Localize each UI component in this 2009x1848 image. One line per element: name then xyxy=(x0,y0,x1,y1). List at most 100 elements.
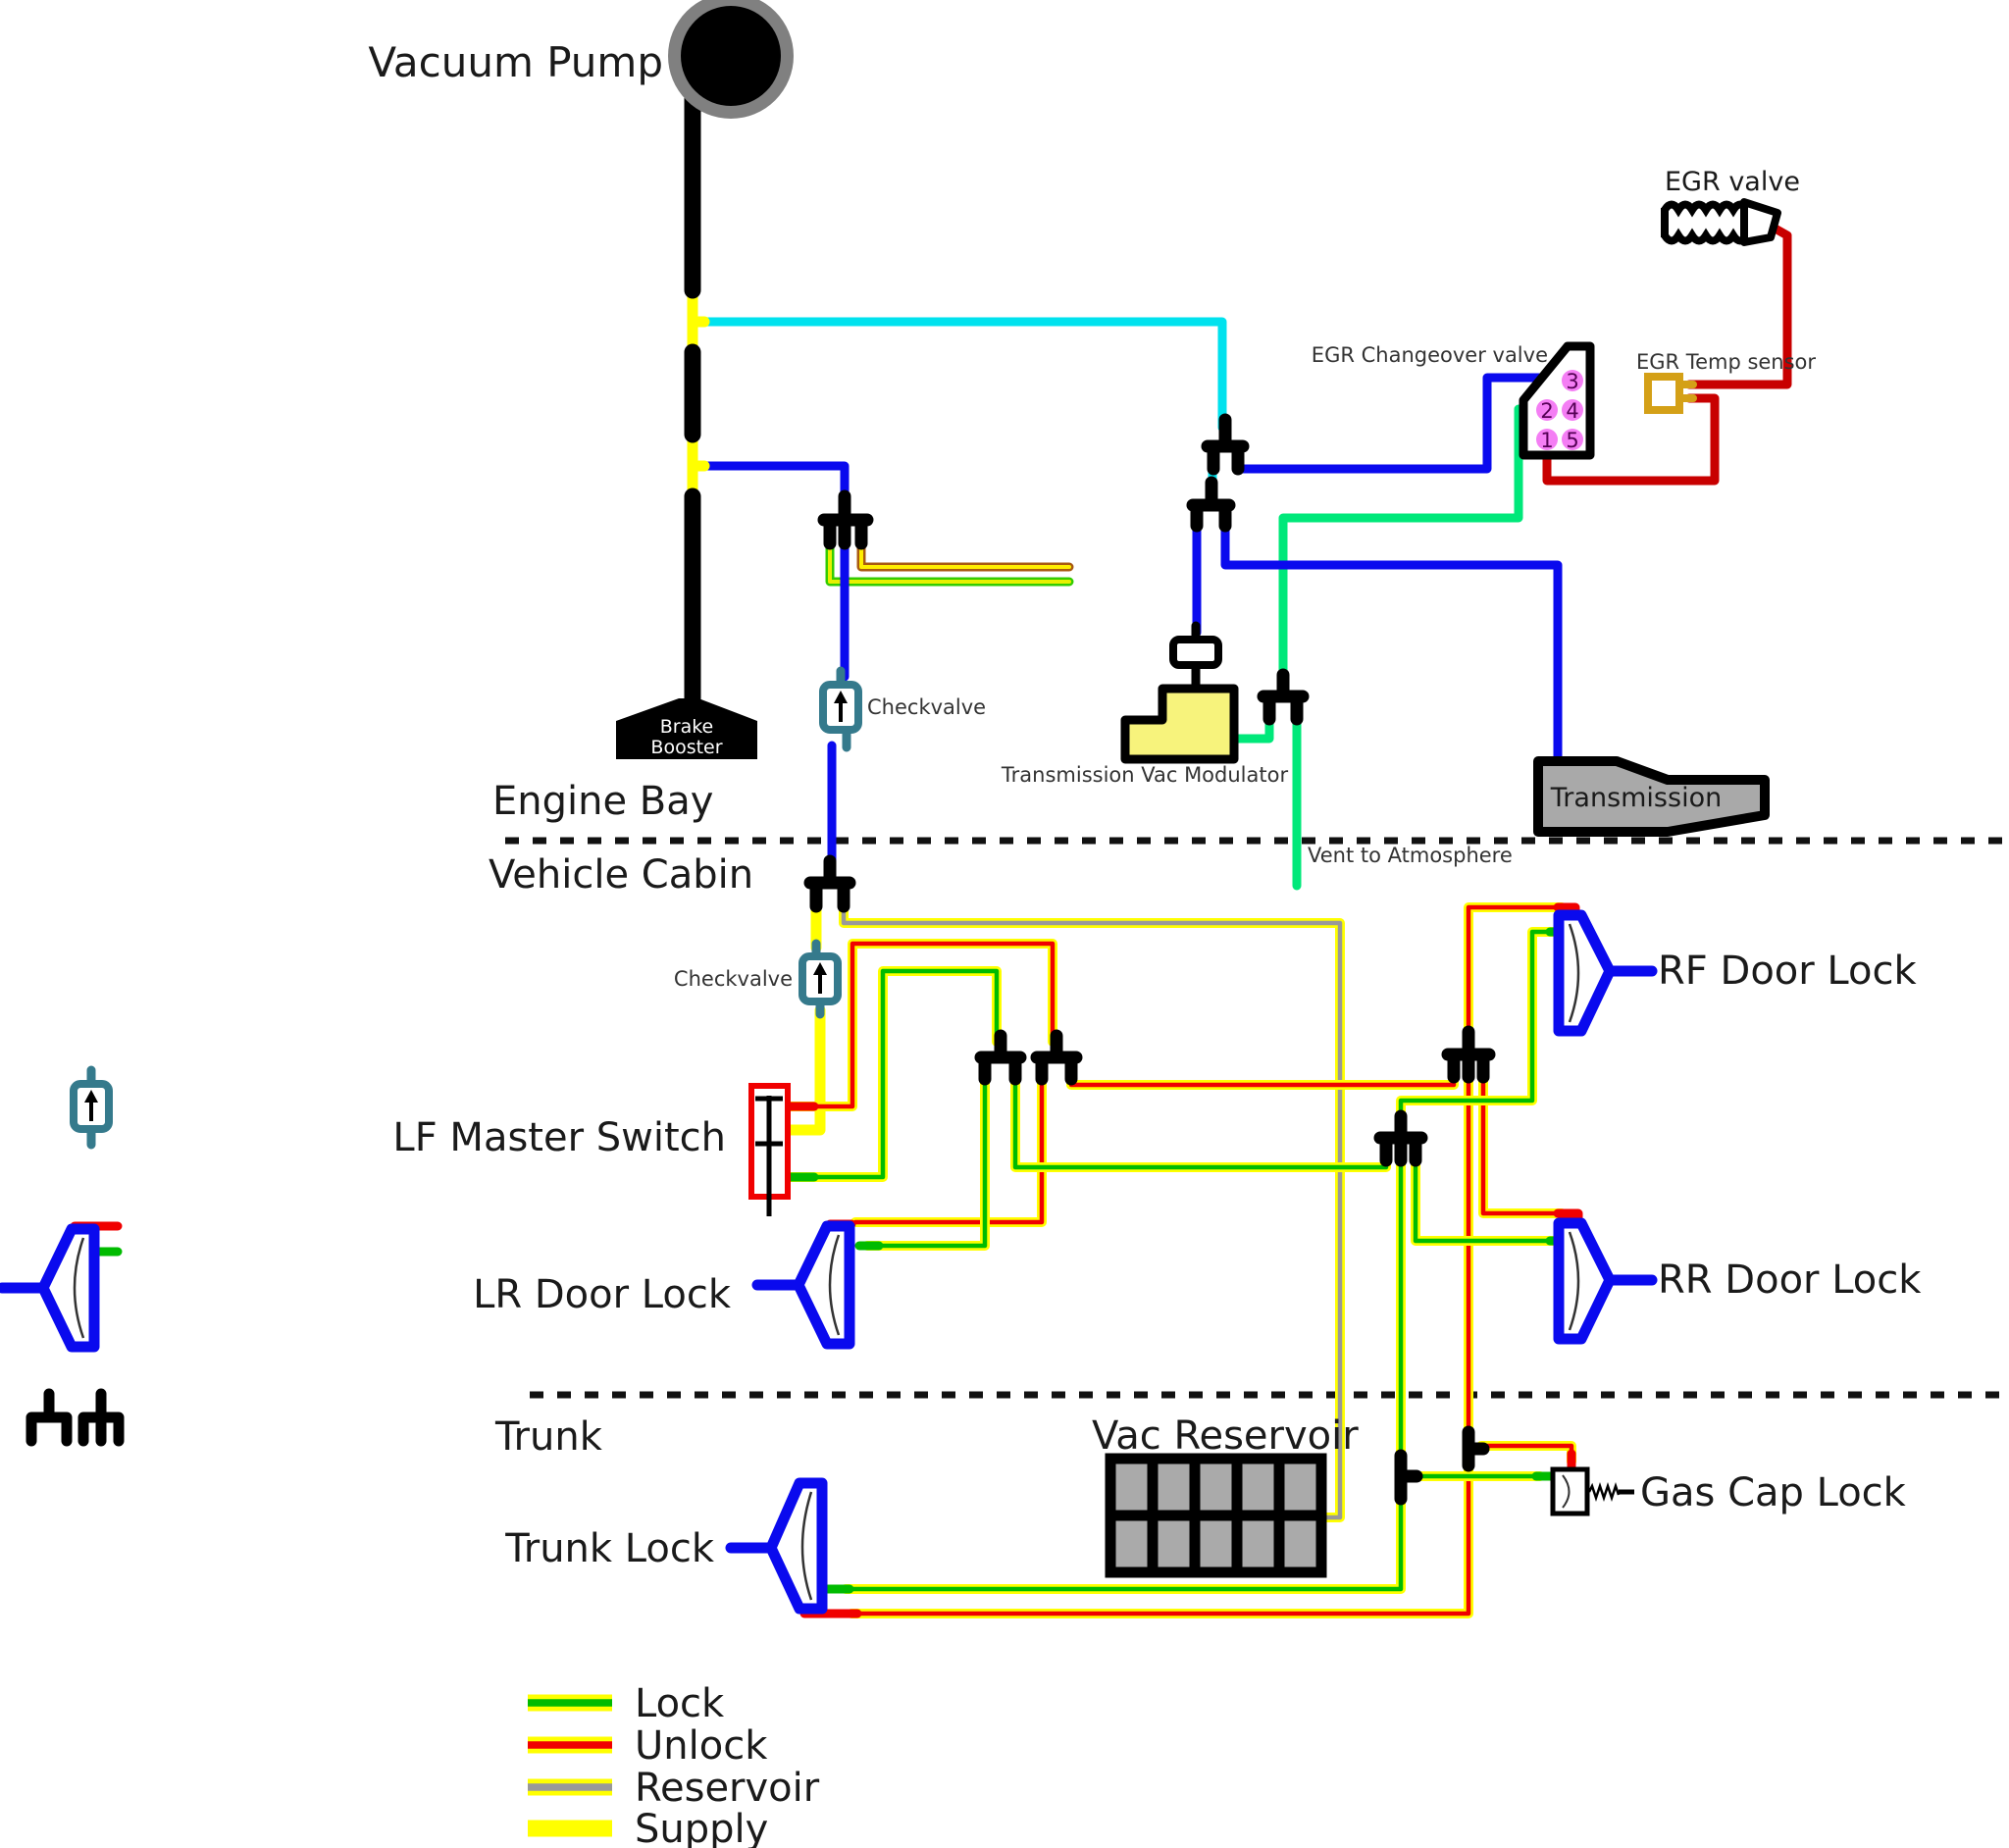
junction-t4-4port xyxy=(1373,1109,1428,1167)
stub-green-core xyxy=(828,539,1071,584)
junction-vent-tee xyxy=(1257,668,1310,726)
egr-port1-num: 1 xyxy=(1540,429,1553,452)
unlock-t2-to-t3-core xyxy=(1068,1071,1457,1088)
legend-unlock-label: Unlock xyxy=(635,1723,768,1769)
checkvalves xyxy=(798,666,862,1019)
vacuum-pump-assembly xyxy=(616,0,794,759)
junction-j3-4port xyxy=(817,489,874,550)
grommet xyxy=(1169,636,1222,669)
accessory-stubs xyxy=(825,537,1074,587)
egr-port4-num: 4 xyxy=(1566,399,1578,423)
lf-master-switch-label: LF Master Switch xyxy=(392,1115,726,1160)
symbol-key xyxy=(0,1065,125,1447)
key-actuator-body xyxy=(37,1223,100,1353)
vent-label: Vent to Atmosphere xyxy=(1308,844,1513,867)
trans-vac-modulator xyxy=(1120,684,1239,764)
stub-brown-core xyxy=(859,539,1071,569)
egr-port3-num: 3 xyxy=(1566,370,1578,393)
key-actuator-diaphragm xyxy=(73,1237,85,1339)
gas-cap-body xyxy=(1550,1466,1590,1516)
gas-cap-spring xyxy=(1587,1482,1621,1502)
unlock-t2-to-lr-core xyxy=(852,1074,1045,1225)
legend: Lock Unlock Reservoir Supply xyxy=(528,1681,820,1848)
supply-lines xyxy=(785,897,826,1136)
vacuum-pump-label: Vacuum Pump xyxy=(368,38,663,86)
lock-t4-to-rf-core xyxy=(1398,929,1559,1119)
trunk-label: Trunk xyxy=(494,1414,603,1460)
key-checkvalve-symbol xyxy=(70,1065,113,1150)
trunk-lock-actuator xyxy=(725,1477,828,1615)
egr-valve-nozzle xyxy=(1740,198,1781,246)
rr-door-lock-actuator xyxy=(1553,1217,1658,1345)
checkvalve-cabin xyxy=(798,939,842,1019)
brake-booster xyxy=(616,698,757,759)
checkvalve1-label: Checkvalve xyxy=(867,695,986,719)
legend-reservoir-label: Reservoir xyxy=(635,1766,820,1811)
lr-actuator-body xyxy=(793,1220,855,1350)
lr-door-lock-actuator xyxy=(751,1220,855,1350)
supply-to-master-switch xyxy=(785,1004,826,1136)
unlock-t3-to-rf-outer xyxy=(1464,902,1567,1039)
lock-circuit xyxy=(786,927,1563,1594)
unlock-t3-to-rf-core xyxy=(1466,904,1565,1037)
rf-door-lock-actuator xyxy=(1553,909,1658,1037)
junction-gascap-green-tee xyxy=(1394,1449,1423,1506)
rf-actuator-diaphragm xyxy=(1568,923,1580,1023)
vac-reservoir-grid xyxy=(1110,1459,1321,1572)
junction-gascap-red-tee xyxy=(1462,1425,1490,1472)
egr-port3-circle xyxy=(1562,370,1583,391)
trunk-actuator-body xyxy=(765,1477,828,1615)
junction-t3-4port xyxy=(1441,1025,1496,1084)
egr-port4-circle xyxy=(1562,399,1583,421)
junction-cabin-tee xyxy=(803,854,856,913)
blue-to-transmission xyxy=(1220,510,1563,772)
checkvalve2-label: Checkvalve xyxy=(674,967,793,991)
egr-valve-symbol xyxy=(1661,198,1781,246)
vacuum-pump-body xyxy=(681,6,781,106)
lock-t1-to-t4-outer xyxy=(1010,1072,1391,1172)
egr-temp-sensor-body xyxy=(1644,373,1683,414)
master-switch-lever xyxy=(755,1096,783,1216)
egr-port2-num: 2 xyxy=(1540,399,1553,423)
egr-green-to-modulator xyxy=(1233,714,1274,744)
lock-t4-to-rr-core xyxy=(1413,1157,1561,1244)
engine-bay-label: Engine Bay xyxy=(492,779,713,824)
vacuum-hoses xyxy=(694,222,1792,891)
egr-port5-circle xyxy=(1562,429,1583,450)
brake-booster-label-1: Brake xyxy=(660,716,714,738)
lf-master-switch xyxy=(748,1083,791,1216)
blue-to-egr-port3 xyxy=(1233,373,1567,474)
gas-cap-diaphragm xyxy=(1562,1474,1571,1509)
blue-supply-branch xyxy=(695,461,850,507)
egr-red-sensor-to-valve xyxy=(1684,222,1792,389)
egr-valve-label: EGR valve xyxy=(1665,167,1800,197)
reservoir-line-core xyxy=(841,905,1343,1520)
checkvalve1-arrow-head xyxy=(834,691,848,703)
egr-port5-num: 5 xyxy=(1566,429,1578,452)
egr-changeover-valve: 3 2 4 1 5 xyxy=(1519,341,1595,460)
key-tee-symbols xyxy=(26,1388,125,1447)
rr-door-lock-label: RR Door Lock xyxy=(1658,1258,1922,1303)
junction-t1-lock xyxy=(974,1029,1027,1086)
checkvalve-engine-bay xyxy=(819,666,862,752)
lock-switch-to-t1-core xyxy=(788,968,1000,1180)
unlock-to-gascap-outer xyxy=(1476,1441,1576,1466)
lr-actuator-diaphragm xyxy=(828,1234,841,1336)
cyan-hose xyxy=(694,317,1227,433)
rr-actuator-diaphragm xyxy=(1568,1231,1580,1331)
compartment-dividers xyxy=(505,837,2003,1399)
diagram-labels: Vacuum Pump Brake Booster Checkvalve Che… xyxy=(368,38,1922,1571)
legend-lock-label: Lock xyxy=(635,1681,725,1726)
key-tee-4port xyxy=(77,1388,125,1447)
rf-actuator-body xyxy=(1553,909,1616,1037)
egr-valve-tube-bottom xyxy=(1661,228,1751,245)
lr-door-lock-label: LR Door Lock xyxy=(473,1272,732,1317)
unlock-t3-to-rr-core xyxy=(1480,1072,1565,1216)
egr-red-port1-to-sensor xyxy=(1542,393,1720,486)
brake-booster-label-2: Booster xyxy=(650,737,722,758)
tee-fittings xyxy=(803,413,1496,1506)
key-actuator-symbol xyxy=(0,1221,123,1353)
lock-to-trunklock-core xyxy=(843,1496,1404,1592)
